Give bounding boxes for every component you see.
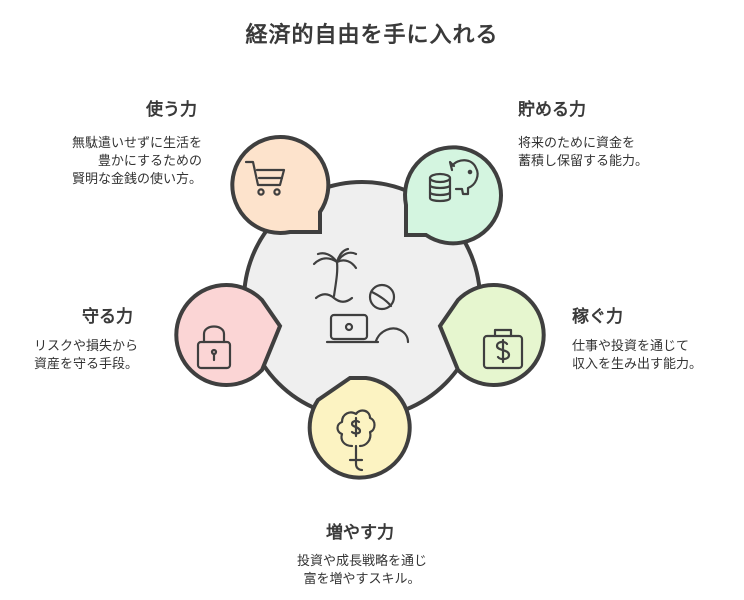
label-earn: 稼ぐ力: [572, 307, 623, 327]
page-title: 経済的自由を手に入れる: [245, 23, 499, 48]
desc-save-line: 蓄積し保留する能力。: [518, 154, 649, 169]
desc-earn: 仕事や投資を通じて 収入を生み出す能力。: [572, 338, 702, 374]
shopping-cart-icon: [244, 160, 286, 196]
desc-use: 無駄遣いせずに生活を 豊かにするための 賢明な金銭の使い方。: [28, 135, 202, 189]
desc-protect: リスクや損失から 資産を守る手段。: [12, 338, 138, 374]
briefcase-dollar-icon: [482, 328, 524, 370]
desc-protect-line: リスクや損失から: [33, 339, 138, 354]
desc-protect-line: 資産を守る手段。: [33, 357, 138, 372]
label-use: 使う力: [146, 100, 197, 120]
label-grow: 増やす力: [326, 523, 394, 543]
node-save-shape: [403, 145, 504, 246]
label-save: 貯める力: [518, 100, 586, 120]
desc-earn-line: 収入を生み出す能力。: [572, 357, 703, 372]
label-protect: 守る力: [82, 307, 133, 327]
node-grow-shape: [307, 376, 412, 480]
desc-earn-line: 仕事や投資を通じて: [572, 339, 690, 354]
node-protect-shape: [174, 283, 283, 387]
padlock-icon: [196, 325, 232, 370]
desc-save: 将来のために資金を 蓄積し保留する能力。: [518, 135, 648, 171]
desc-grow-line: 投資や成長戦略を通じ: [296, 554, 427, 569]
piggy-bank-icon: [428, 159, 479, 203]
desc-grow-line: 富を増やすスキル。: [303, 572, 421, 587]
desc-use-line: 賢明な金銭の使い方。: [71, 172, 202, 187]
desc-grow: 投資や成長戦略を通じ 富を増やすスキル。: [282, 553, 442, 589]
desc-use-line: 無駄遣いせずに生活を: [71, 136, 202, 151]
beach-laptop-icon: [312, 247, 410, 344]
desc-use-line: 豊かにするための: [97, 154, 202, 169]
desc-save-line: 将来のために資金を: [518, 136, 636, 151]
money-tree-icon: [336, 409, 376, 472]
